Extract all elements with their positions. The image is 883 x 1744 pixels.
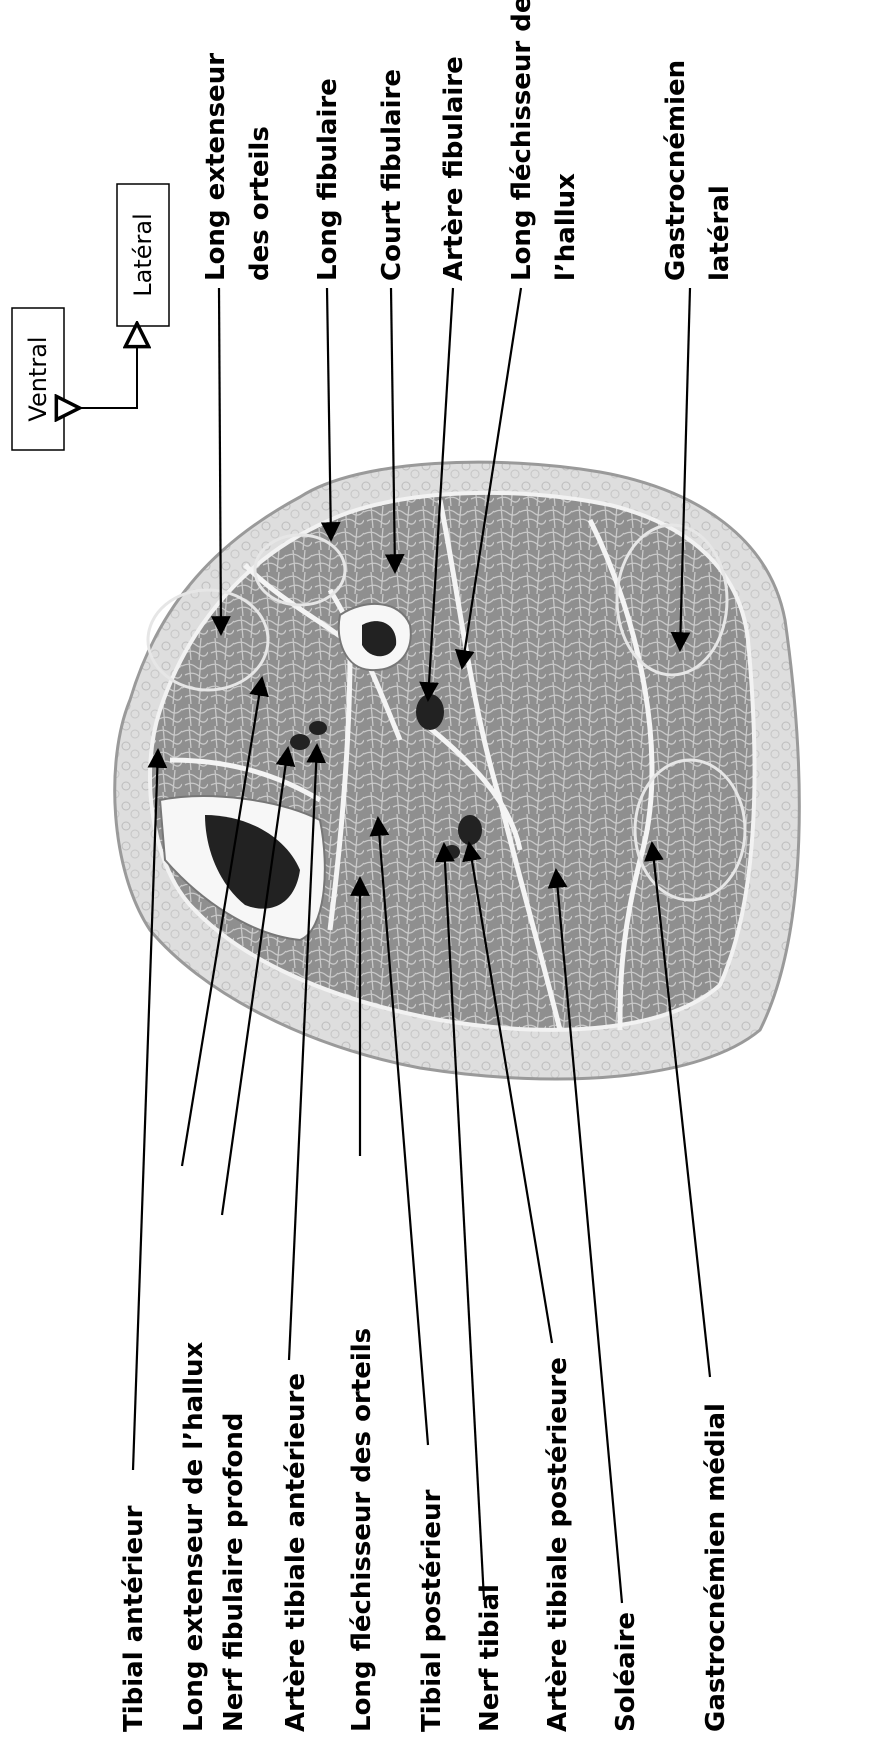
label-nerf-fibulaire-profond: Nerf fibulaire profond — [219, 1413, 249, 1732]
label-long-flechisseur-hallux-1: Long fléchisseur de — [507, 0, 537, 281]
cross-section-image — [115, 462, 800, 1079]
label-artere-fibulaire: Artère fibulaire — [439, 56, 469, 281]
label-long-extenseur-orteils-1: Long extenseur — [201, 53, 231, 281]
label-soleaire: Soléaire — [611, 1612, 641, 1732]
ventral-label: Ventral — [24, 336, 52, 421]
label-artere-tibiale-posterieure: Artère tibiale postérieure — [543, 1357, 573, 1732]
label-long-flechisseur-hallux-2: l’hallux — [551, 173, 581, 281]
label-court-fibulaire: Court fibulaire — [377, 69, 407, 281]
orientation-arrows — [68, 335, 137, 408]
label-artere-tibiale-anterieure: Artère tibiale antérieure — [281, 1373, 311, 1732]
label-tibial-posterieur: Tibial postérieur — [417, 1489, 447, 1732]
lateral-label: Latéral — [129, 213, 157, 297]
label-nerf-tibial: Nerf tibial — [475, 1584, 505, 1732]
bottom-labels: Tibial antérieur Long extenseur de l’hal… — [119, 1328, 731, 1732]
label-long-fibulaire: Long fibulaire — [313, 78, 343, 281]
orientation-indicator: Ventral Latéral — [12, 184, 169, 450]
label-gastrocnemien-medial: Gastrocnémien médial — [701, 1403, 731, 1732]
label-long-flechisseur-orteils: Long fléchisseur des orteils — [347, 1328, 377, 1732]
label-long-extenseur-orteils-2: des orteils — [245, 126, 275, 281]
label-gastrocnemien-lateral-1: Gastrocnémien — [661, 60, 691, 281]
label-tibial-anterieur: Tibial antérieur — [119, 1505, 149, 1732]
label-long-extenseur-hallux: Long extenseur de l’hallux — [179, 1341, 209, 1732]
label-gastrocnemien-lateral-2: latéral — [705, 185, 735, 281]
top-labels: Long extenseur des orteils Long fibulair… — [201, 0, 735, 281]
